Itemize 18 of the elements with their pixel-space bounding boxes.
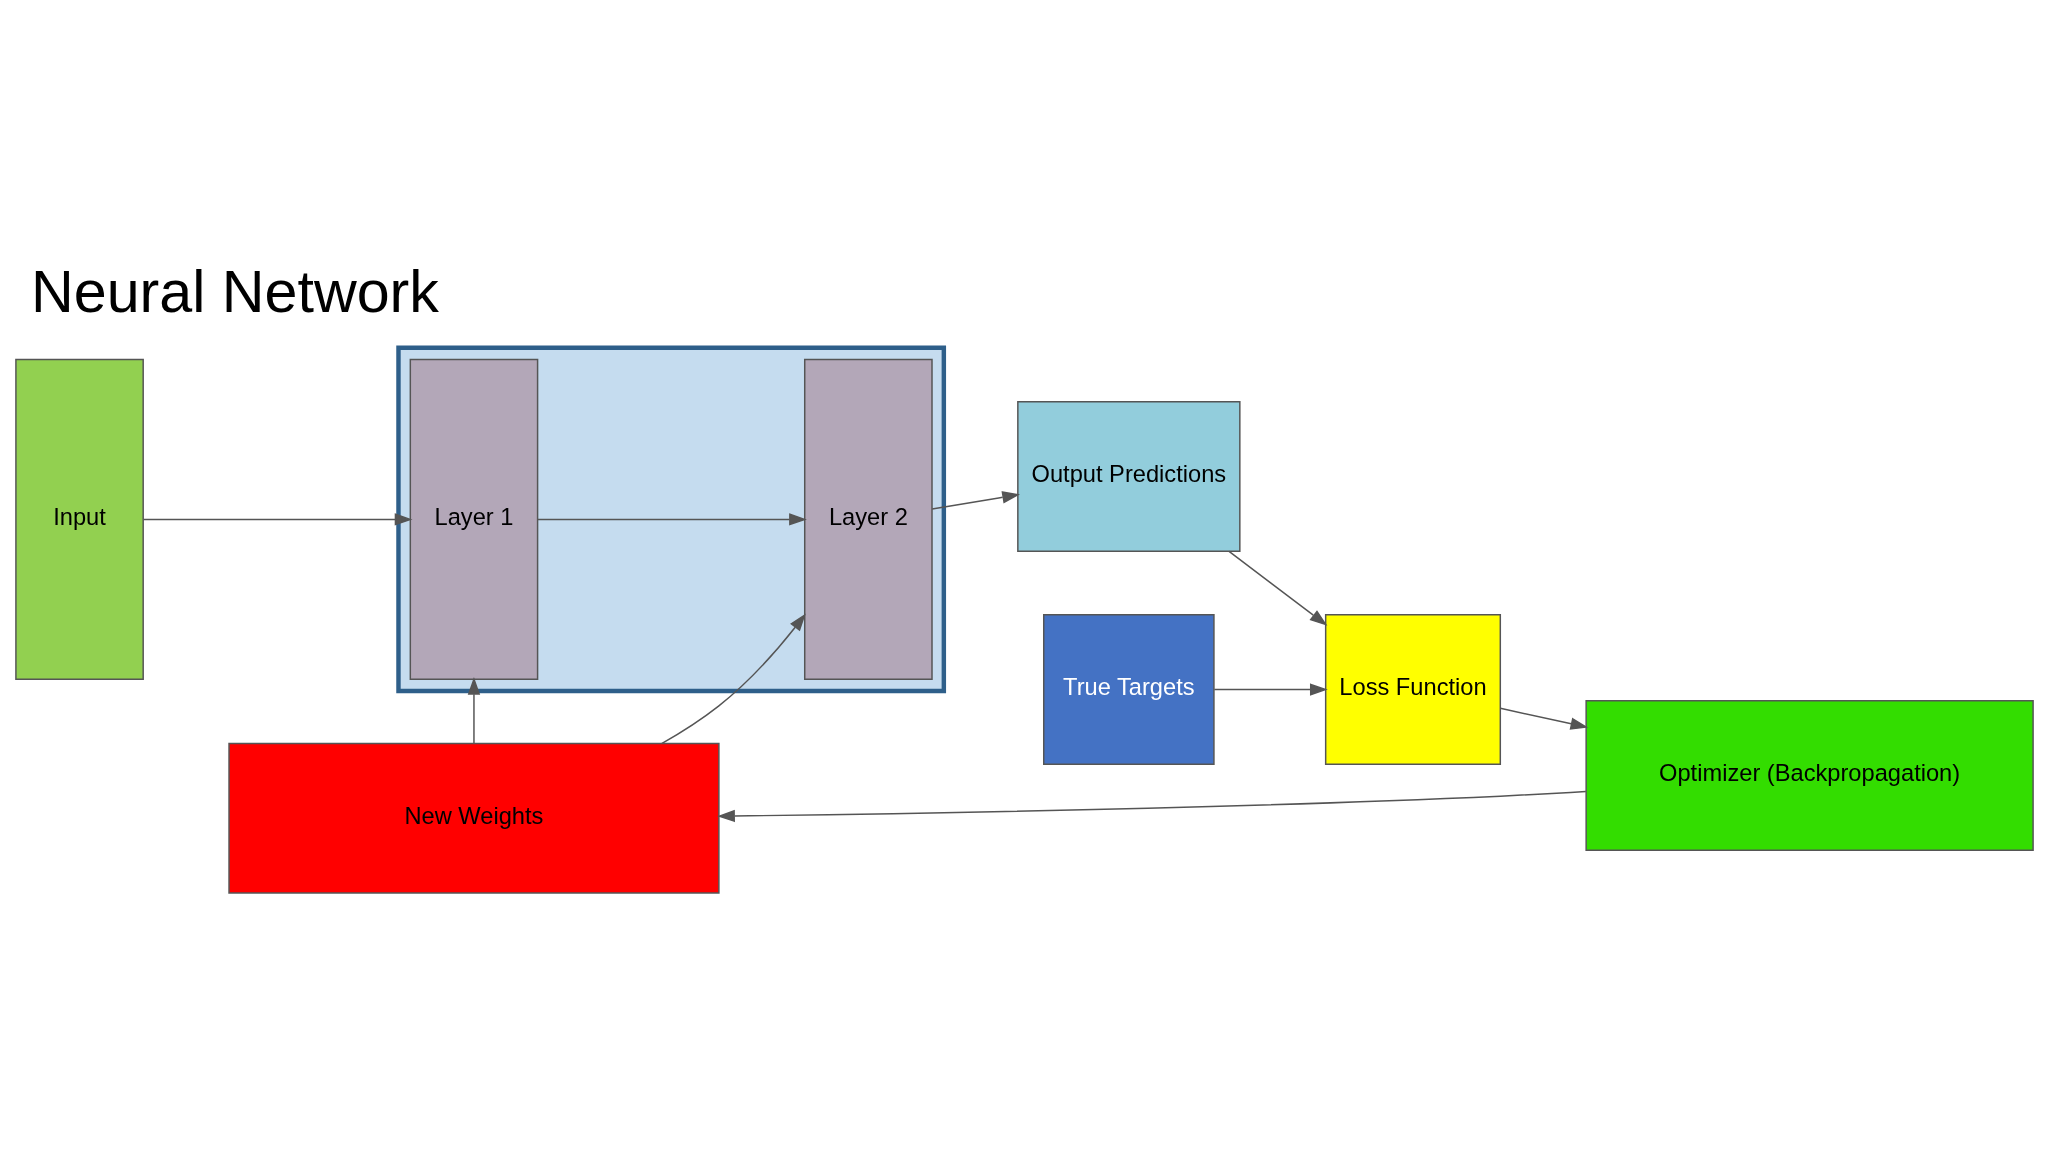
arrow [1499, 707, 1588, 730]
arrow [467, 677, 480, 744]
node-box: Layer 1 [409, 358, 538, 680]
diagram-title: Neural Network [30, 258, 439, 326]
node-box: Optimizer (Backpropagation) [1584, 699, 2034, 851]
node-box: True Targets [1042, 614, 1215, 766]
arrow [716, 790, 1587, 823]
arrow [660, 613, 806, 745]
node-box: Layer 2 [803, 358, 933, 680]
node-box: Loss Function [1324, 614, 1501, 766]
arrow [1213, 683, 1328, 696]
arrow [1227, 550, 1327, 626]
node-box: Input [14, 358, 144, 680]
arrow [142, 513, 412, 526]
node-box: Output Predictions [1016, 401, 1241, 552]
arrow [930, 491, 1020, 510]
arrow [536, 513, 807, 526]
node-box: New Weights [227, 742, 720, 894]
